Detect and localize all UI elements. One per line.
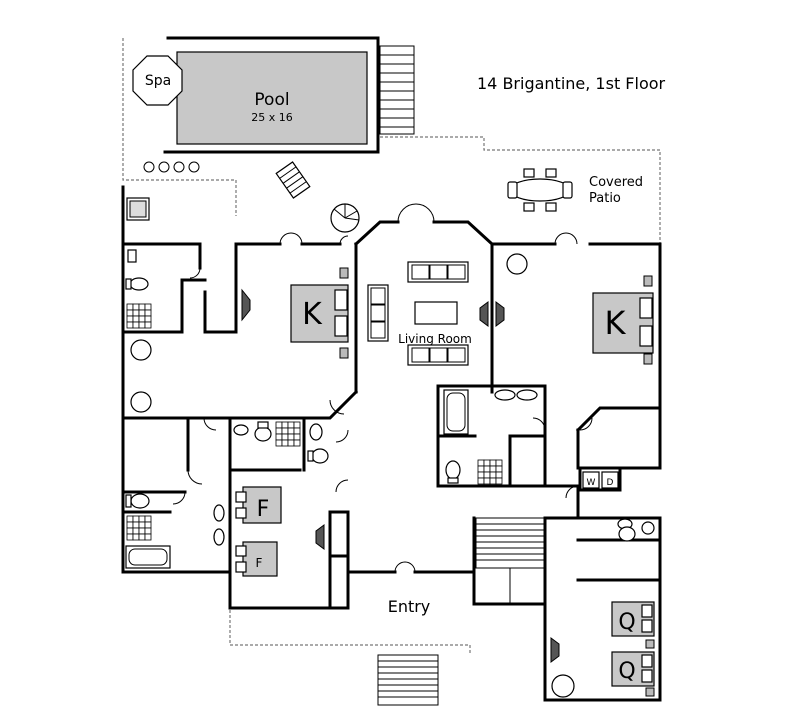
spiral-stair [330, 203, 360, 233]
shower-tile-center [275, 421, 301, 447]
lounge-chair [275, 161, 311, 199]
entry-stairs [377, 517, 545, 706]
patio-table [507, 168, 573, 212]
doors [172, 203, 593, 573]
bed-king-west: K [302, 297, 323, 332]
entry-label: Entry [388, 597, 431, 616]
floor-plan-title: 14 Brigantine, 1st Floor [477, 74, 666, 93]
walls [121, 185, 662, 702]
shower-tile-lower [126, 515, 152, 541]
dryer-label: D [607, 478, 614, 488]
outdoor-boundaries [122, 38, 661, 655]
west-bath [125, 197, 152, 329]
lower-west-bath [125, 493, 225, 569]
living-room-furniture [367, 261, 505, 366]
bed-full-upper: F [257, 497, 270, 522]
laundry [582, 471, 619, 489]
queen-bedroom [550, 518, 655, 698]
east-bath-fixtures [443, 389, 538, 485]
covered-patio-label: Covered [589, 175, 643, 190]
spa-label: Spa [145, 73, 171, 89]
spa [132, 55, 183, 106]
bed-queen-lower: Q [618, 659, 635, 684]
east-bedroom [506, 253, 654, 365]
full-bedroom [235, 486, 325, 577]
shower-tile-west [126, 303, 152, 329]
bed-full-lower: F [256, 556, 263, 570]
pool-size-label: 25 x 16 [251, 111, 293, 124]
pool-area [132, 36, 415, 233]
bed-queen-upper: Q [618, 610, 635, 635]
pool-label: Pool [254, 90, 289, 110]
pool [176, 51, 368, 145]
pool-steps [379, 45, 415, 135]
center-bath [233, 421, 329, 464]
shower-tile-east [477, 459, 503, 485]
washer-label: W [587, 478, 596, 488]
west-bedroom [130, 267, 349, 413]
living-room-label: Living Room [398, 332, 472, 346]
bed-king-east: K [605, 304, 627, 342]
covered-patio-label-2: Patio [589, 191, 621, 206]
